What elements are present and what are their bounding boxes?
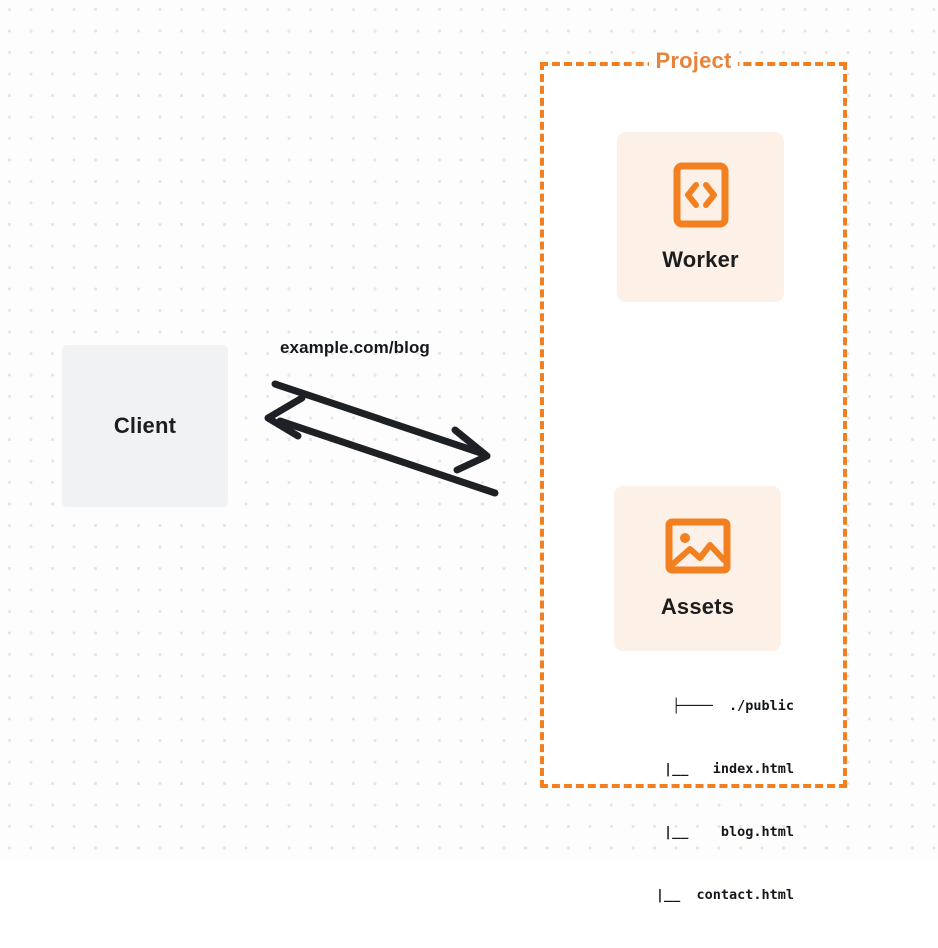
node-client-label: Client bbox=[113, 413, 177, 438]
code-brackets-icon bbox=[673, 162, 729, 233]
diagram-canvas: Client example.com/blog Project bbox=[0, 0, 938, 903]
node-worker-label: Worker bbox=[662, 246, 739, 272]
node-client[interactable]: Client bbox=[62, 345, 228, 507]
node-worker[interactable]: Worker bbox=[617, 132, 784, 302]
image-icon bbox=[665, 517, 731, 580]
response-arrow bbox=[264, 394, 499, 497]
node-assets-label: Assets bbox=[660, 594, 735, 619]
assets-file-tree: ├──── ./public |__ index.html |__ blog.h… bbox=[590, 654, 794, 948]
tree-line: |__ contact.html bbox=[639, 887, 794, 903]
node-assets[interactable]: Assets bbox=[614, 486, 781, 651]
request-arrow bbox=[271, 380, 491, 474]
tree-line: |__ blog.html bbox=[647, 824, 794, 840]
tree-line: |__ index.html bbox=[647, 761, 794, 777]
tree-line: ├──── ./public bbox=[672, 698, 794, 714]
project-container: Project Worker Assets bbox=[540, 48, 847, 903]
connection-label: example.com/blog bbox=[280, 338, 430, 357]
project-title: Project bbox=[648, 48, 739, 75]
